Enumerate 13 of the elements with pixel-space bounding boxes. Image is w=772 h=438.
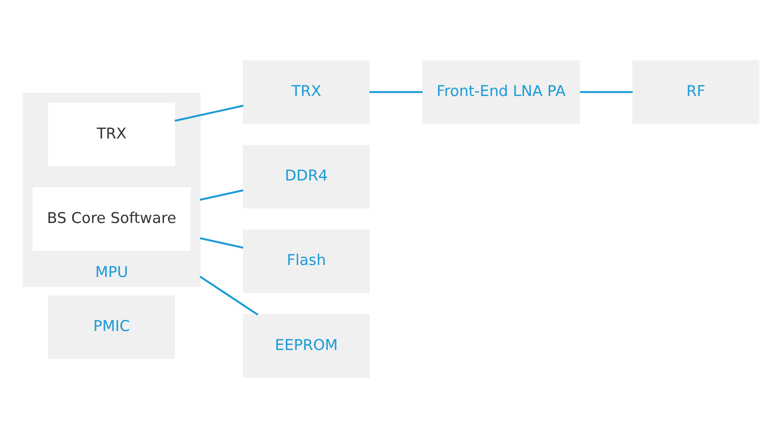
connector xyxy=(200,189,244,201)
node-box: EEPROM xyxy=(242,314,370,378)
connector xyxy=(370,91,423,94)
node-box: DDR4 xyxy=(242,144,370,208)
node-box: Front-End LNA PA xyxy=(422,60,580,124)
connector xyxy=(580,91,633,94)
connector xyxy=(174,104,244,122)
node-box: RF xyxy=(632,60,760,124)
node-box: TRX xyxy=(242,60,370,124)
node-box: TRX xyxy=(48,102,176,166)
connector xyxy=(200,237,244,249)
node-box: Flash xyxy=(242,230,370,294)
connector xyxy=(199,276,258,316)
